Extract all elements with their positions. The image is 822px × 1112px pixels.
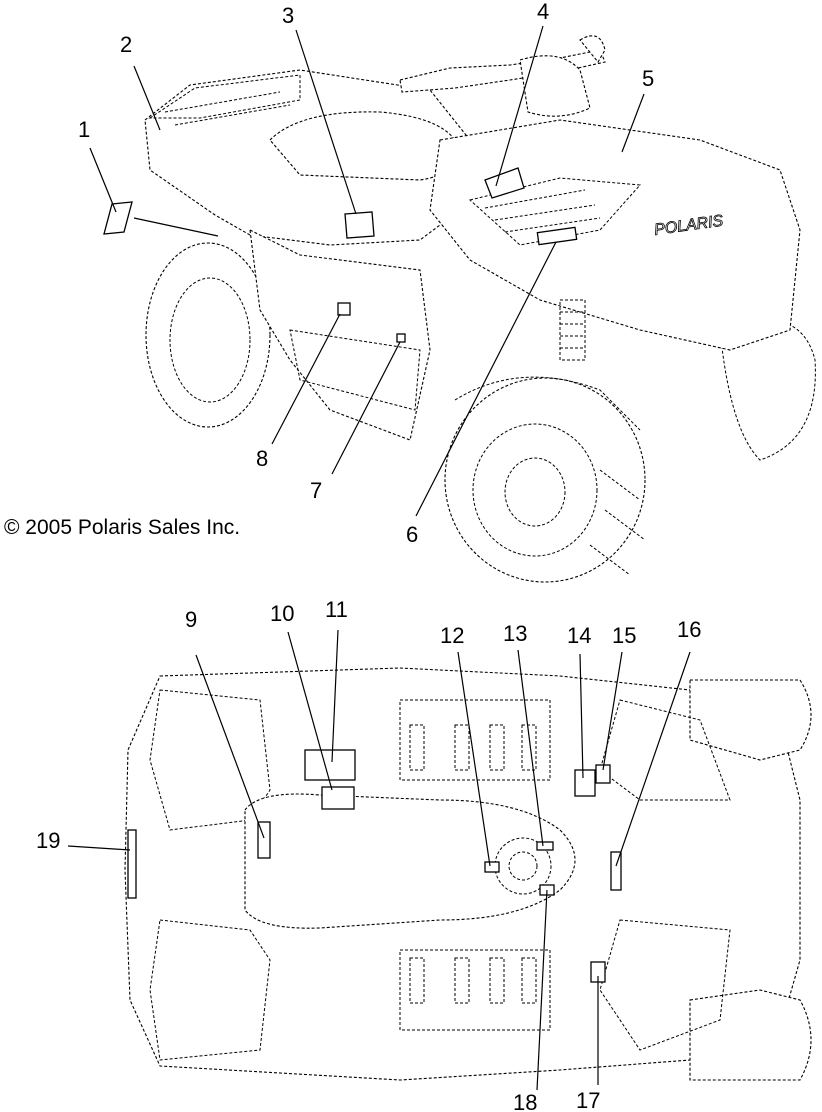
decal-11-shape bbox=[304, 749, 356, 781]
decal-12-shape bbox=[484, 861, 500, 873]
callout-14: 14 bbox=[567, 623, 591, 648]
decal-3-shape bbox=[344, 211, 375, 239]
callout-18: 18 bbox=[513, 1090, 537, 1112]
callout-5: 5 bbox=[642, 66, 654, 91]
side-callouts: 1 2 3 4 5 6 7 8 bbox=[78, 0, 654, 547]
callout-9: 9 bbox=[185, 607, 197, 632]
callout-1: 1 bbox=[78, 117, 90, 142]
top-callouts: 9 10 11 12 13 14 15 16 17 18 19 bbox=[36, 597, 701, 1112]
rear-wheel bbox=[145, 242, 271, 428]
callout-13: 13 bbox=[503, 621, 527, 646]
callout-11: 11 bbox=[325, 597, 348, 622]
seat bbox=[269, 111, 461, 181]
decal-10-shape bbox=[321, 786, 355, 810]
decal-4-shape bbox=[484, 167, 525, 199]
top-leader-lines bbox=[67, 629, 691, 1091]
decal-1-shape bbox=[103, 201, 133, 235]
callout-2: 2 bbox=[120, 32, 132, 57]
decal-8-shape bbox=[337, 302, 351, 316]
decal-15-shape bbox=[595, 764, 611, 784]
front-fender bbox=[429, 119, 801, 351]
callout-3: 3 bbox=[282, 3, 294, 28]
callout-8: 8 bbox=[256, 446, 268, 471]
decal-6-shape bbox=[536, 226, 578, 246]
copyright-notice: © 2005 Polaris Sales Inc. bbox=[4, 516, 240, 539]
decal-16-shape bbox=[610, 851, 622, 891]
callout-7: 7 bbox=[310, 478, 322, 503]
front-wheel bbox=[444, 377, 646, 583]
callout-16: 16 bbox=[677, 617, 701, 642]
top-seat bbox=[244, 793, 576, 929]
callout-19: 19 bbox=[36, 828, 60, 853]
decal-7-shape bbox=[396, 333, 406, 343]
callout-17: 17 bbox=[576, 1088, 600, 1112]
callout-4: 4 bbox=[537, 0, 549, 24]
callout-10: 10 bbox=[270, 601, 294, 626]
decal-19-shape bbox=[127, 829, 137, 899]
decal-14-shape bbox=[574, 769, 596, 797]
decal-13-shape bbox=[536, 841, 554, 851]
callout-12: 12 bbox=[440, 623, 464, 648]
atv-side-view: POLARIS bbox=[103, 35, 816, 583]
callout-15: 15 bbox=[612, 623, 636, 648]
side-panel bbox=[249, 229, 431, 441]
side-leader-lines bbox=[89, 25, 645, 517]
callout-6: 6 bbox=[406, 522, 418, 547]
atv-top-view bbox=[124, 667, 812, 1081]
